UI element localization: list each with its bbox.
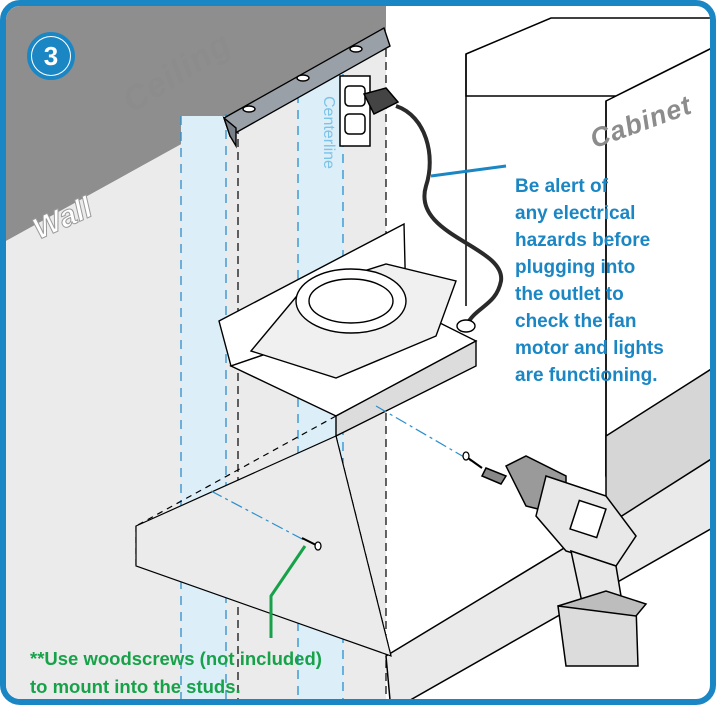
electrical-callout-line: are functioning. xyxy=(515,365,658,386)
stud-left xyxy=(181,116,226,699)
screw-icon xyxy=(301,451,483,551)
electrical-callout-line: plugging into xyxy=(515,257,636,278)
outlet-icon xyxy=(339,75,371,147)
lower-cabinet xyxy=(385,368,710,699)
woodscrew-callout-line: **Use woodscrews (not included) xyxy=(30,648,322,669)
drill-icon xyxy=(480,455,648,667)
woodscrew-callout: **Use woodscrews (not included) to mount… xyxy=(30,645,322,699)
woodscrew-callout-line: to mount into the studs. xyxy=(30,676,241,697)
woodscrew-callout-pointer xyxy=(269,545,307,638)
hood-canopy xyxy=(135,435,392,657)
electrical-callout-line: Be alert of xyxy=(515,176,608,197)
electrical-callout-line: the outlet to xyxy=(515,284,624,305)
mounting-bracket-icon xyxy=(222,26,391,149)
illustration xyxy=(6,6,710,699)
range-hood xyxy=(218,222,478,438)
cabinet xyxy=(465,17,710,478)
electrical-callout-line: motor and lights xyxy=(515,338,664,359)
electrical-callout: Be alert of any electrical hazards befor… xyxy=(515,173,664,389)
electrical-callout-line: hazards before xyxy=(515,230,651,251)
electrical-callout-pointer xyxy=(430,164,507,178)
step-number: 3 xyxy=(32,37,70,75)
electrical-callout-line: check the fan xyxy=(515,311,637,332)
centerline-label: Centerline xyxy=(320,96,337,169)
plug-icon xyxy=(362,87,504,327)
step-number-badge: 3 xyxy=(27,32,75,80)
electrical-callout-line: any electrical xyxy=(515,203,636,224)
